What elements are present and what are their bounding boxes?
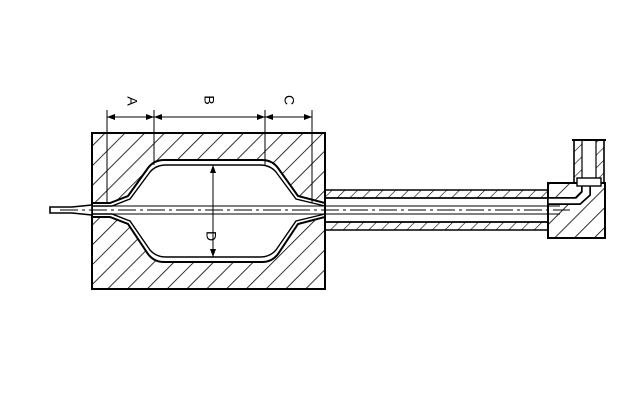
balloon-wall xyxy=(92,164,326,207)
shaft-lower-wall xyxy=(324,221,549,231)
shaft-upper-wall xyxy=(324,189,549,199)
mold-body xyxy=(91,132,326,290)
dimension-label-c: C xyxy=(281,95,297,105)
pipe-collar xyxy=(576,177,602,187)
fitting-block xyxy=(547,182,606,239)
dimension-d-arrowheads xyxy=(210,165,216,257)
dimension-arrowheads xyxy=(107,114,312,120)
dimension-label-a: A xyxy=(124,96,140,106)
dimension-label-d: D xyxy=(203,231,219,241)
vertical-pipe-bore xyxy=(581,139,597,184)
balloon-wall-lower xyxy=(92,213,326,258)
dimension-label-b: B xyxy=(201,95,217,104)
